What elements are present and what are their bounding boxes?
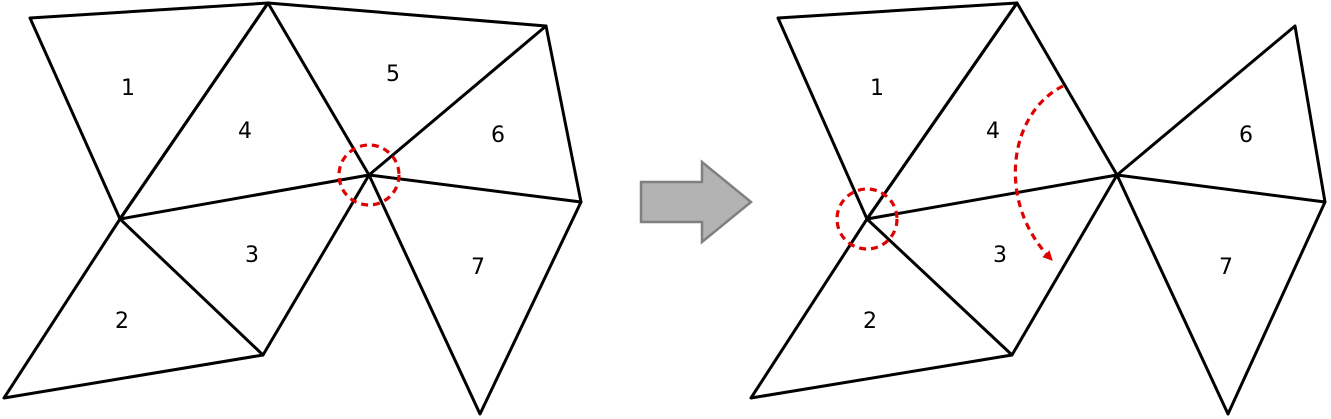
after-triangle-4 (865, 1, 1119, 221)
after-label-4: 4 (986, 119, 1000, 144)
before-edges (2, 1, 583, 416)
after-label-2: 2 (863, 309, 877, 334)
after-label-1: 1 (870, 76, 884, 101)
after-triangle-3 (865, 173, 1119, 357)
after-triangle-2 (749, 217, 1014, 400)
curved-arrow-icon (1013, 84, 1064, 261)
before-triangle-1 (28, 1, 270, 221)
after-triangle-6 (1115, 24, 1327, 204)
after-triangle-7 (1115, 173, 1327, 416)
before-triangle-4 (118, 1, 371, 221)
before-label-6: 6 (491, 123, 505, 148)
after-label-7: 7 (1219, 255, 1233, 280)
before-label-7: 7 (471, 255, 485, 280)
after-triangle-1 (776, 1, 1019, 221)
after-panel: 1 4 6 3 7 2 (749, 1, 1327, 416)
before-label-4: 4 (238, 119, 252, 144)
before-vertex-marker (337, 143, 401, 207)
after-edges (749, 1, 1327, 416)
before-triangle-6 (367, 24, 583, 204)
before-triangle-7 (367, 173, 583, 416)
before-label-2: 2 (115, 309, 129, 334)
before-triangle-5 (266, 1, 548, 177)
after-label-6: 6 (1239, 123, 1253, 148)
before-triangle-2 (2, 217, 265, 400)
before-panel: 1 4 5 6 3 7 2 (2, 1, 583, 416)
before-label-1: 1 (121, 76, 135, 101)
before-label-3: 3 (245, 243, 259, 268)
after-vertex-marker (835, 187, 899, 251)
right-arrow-icon (639, 159, 753, 245)
after-label-3: 3 (993, 243, 1007, 268)
before-label-5: 5 (386, 62, 400, 87)
